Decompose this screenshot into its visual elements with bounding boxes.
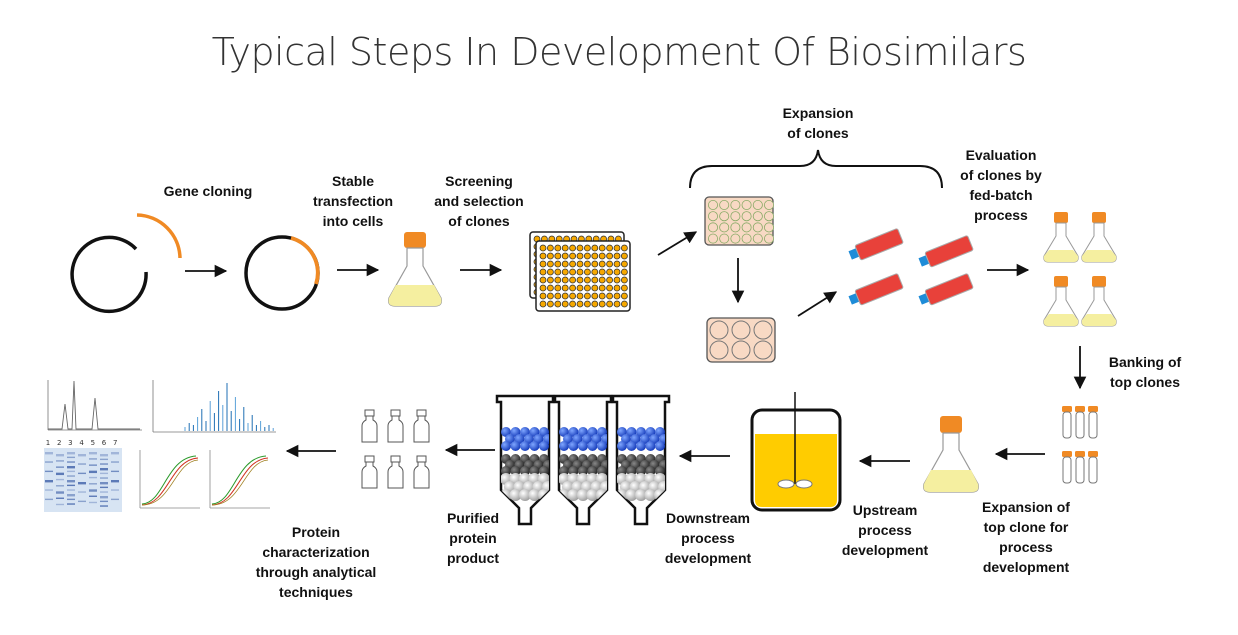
culture-flask-icon: [388, 232, 442, 307]
6-well-plate-icon: [706, 317, 776, 363]
arrow-4: [657, 231, 698, 256]
gel-lane-label: 5: [91, 439, 95, 447]
binding-curves-chart: [136, 448, 272, 514]
label-expansion-of-clones: Expansion of clones: [782, 105, 854, 141]
recombinant-plasmid-icon: [244, 235, 320, 311]
bioreactor-icon: [750, 392, 842, 512]
gel-lane-label: 3: [68, 439, 72, 447]
arrow-6: [797, 291, 838, 317]
gel-lane-label: 1: [46, 439, 50, 447]
label-gene-cloning: Gene cloning: [163, 183, 253, 199]
expansion-brace: [689, 149, 943, 189]
t-flasks-icon: [848, 228, 974, 306]
24-well-plate-icon: [704, 196, 775, 246]
label-purified-protein: Purified protein product: [446, 510, 500, 566]
gel-lane-label: 2: [57, 439, 61, 447]
gel-lane-label: 7: [113, 439, 117, 447]
label-downstream: Downstream process development: [664, 510, 752, 566]
well-plates-icon: [529, 231, 631, 312]
label-banking: Banking of top clones: [1108, 354, 1182, 390]
label-evaluation: Evaluation of clones by fed-batch proces…: [960, 147, 1042, 223]
page-title: Typical Steps In Development Of Biosimil…: [211, 30, 1027, 74]
label-upstream: Upstream process development: [841, 502, 929, 558]
chromatogram-chart: [44, 378, 144, 434]
chromatography-columns-icon: [495, 394, 671, 526]
expansion-flask-icon: [923, 416, 979, 493]
plasmid-vector-icon: [70, 213, 182, 314]
label-screening: Screening and selection of clones: [434, 173, 524, 229]
product-vials-icon: [361, 409, 430, 489]
fed-batch-flasks-icon: [1043, 212, 1117, 327]
cryovials-icon: [1062, 406, 1098, 484]
label-stable-transfection: Stable transfection into cells: [312, 173, 394, 229]
gel-lane-label: 6: [102, 439, 107, 447]
label-expansion-top-clone: Expansion of top clone for process devel…: [982, 499, 1070, 575]
mass-spectrum-chart: [150, 378, 278, 436]
gel-lane-label: 4: [79, 439, 84, 447]
label-characterization: Protein characterization through analyti…: [255, 524, 377, 600]
